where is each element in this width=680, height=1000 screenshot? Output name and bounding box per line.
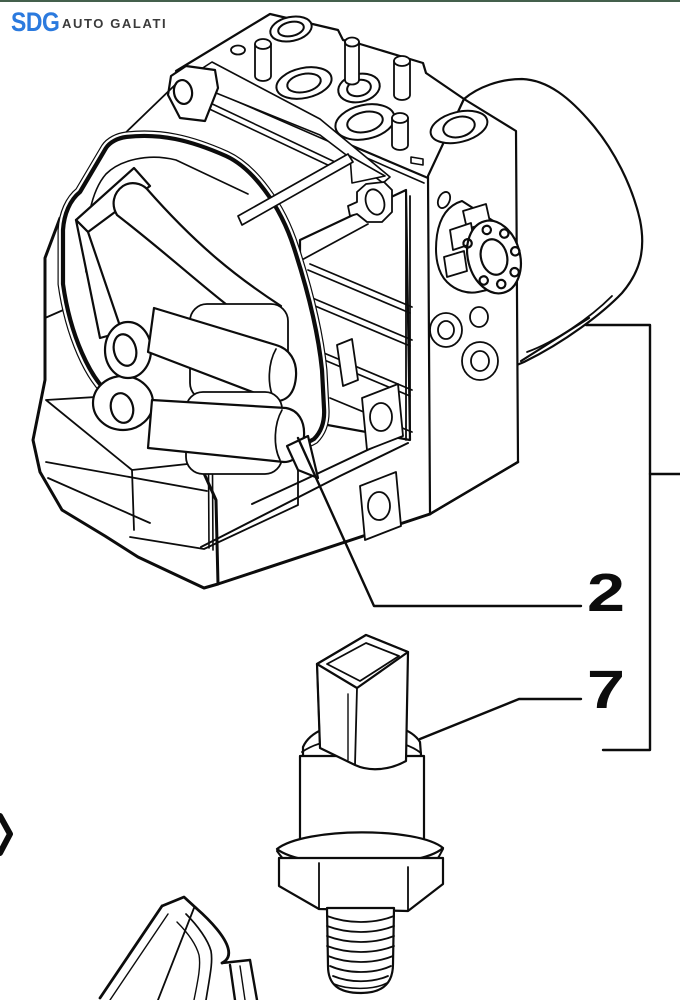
svg-text:2: 2	[587, 563, 625, 623]
svg-text:7: 7	[587, 660, 625, 720]
